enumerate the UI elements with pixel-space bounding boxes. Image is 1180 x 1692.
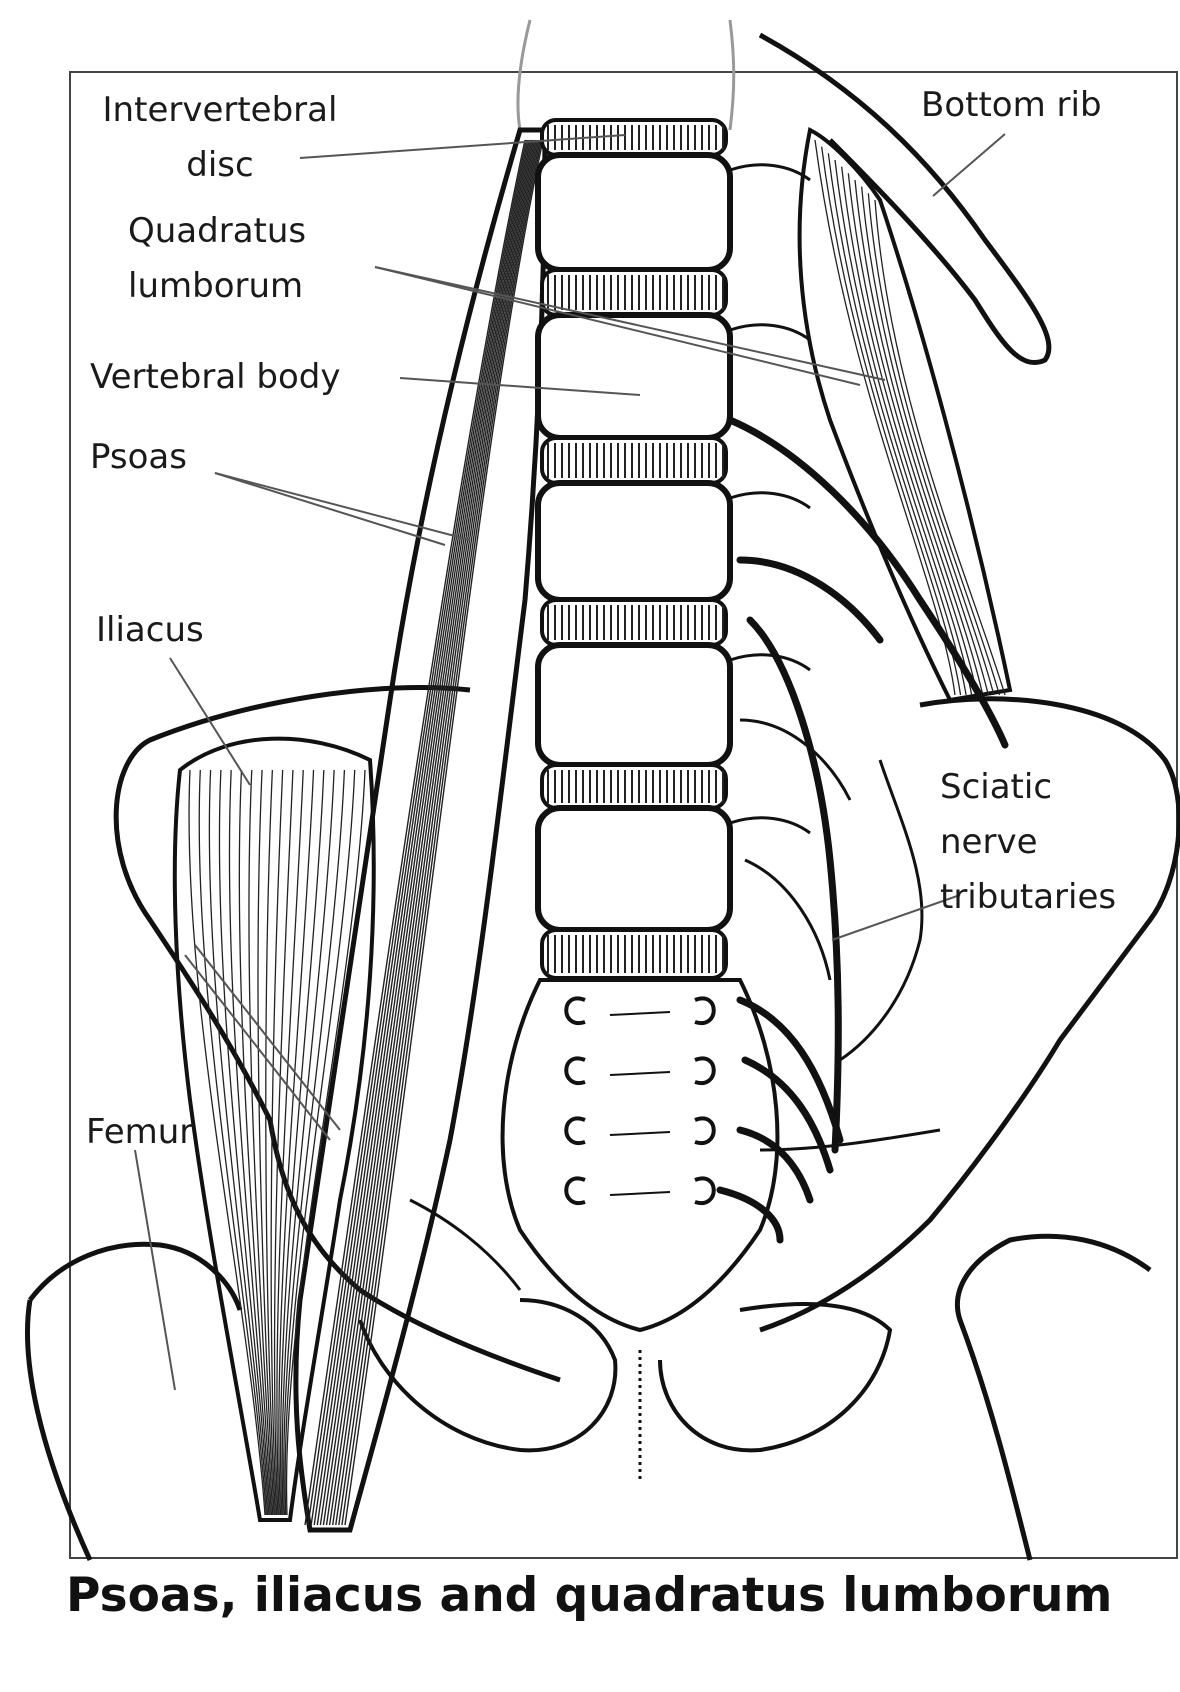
label-bottom-rib: Bottom rib — [921, 78, 1102, 133]
label-intervertebral-disc: Intervertebral disc — [80, 83, 360, 193]
intervertebral-disc — [542, 438, 726, 483]
obturator-left — [360, 1300, 615, 1450]
leader-femur-a — [135, 1150, 175, 1390]
transverse-process — [730, 493, 810, 508]
transverse-process — [730, 325, 810, 340]
label-psoas: Psoas — [90, 430, 187, 485]
vertebral-body — [538, 315, 730, 438]
vertebral-body — [538, 155, 730, 270]
label-quadratus-lumborum: Quadratus lumborum — [128, 204, 306, 314]
figure-caption: Psoas, iliacus and quadratus lumborum — [66, 1568, 1112, 1623]
transverse-process — [730, 655, 810, 670]
label-vertebral-body: Vertebral body — [90, 350, 341, 405]
intervertebral-disc — [542, 930, 726, 978]
intervertebral-disc — [542, 765, 726, 808]
intervertebral-disc — [542, 600, 726, 645]
vertebral-body — [538, 808, 730, 930]
upper-spine-outline — [518, 20, 734, 130]
transverse-process — [730, 818, 810, 833]
vertebral-body — [538, 645, 730, 765]
intervertebral-disc — [542, 120, 726, 155]
label-femur: Femur — [86, 1105, 193, 1160]
transverse-process — [730, 165, 810, 180]
right-pelvic-outline — [957, 1236, 1150, 1560]
label-sciatic-nerve-tributaries: Sciatic nerve tributaries — [940, 760, 1116, 925]
lumbar-vertebral-column — [538, 120, 810, 978]
sacrum — [503, 980, 778, 1330]
intervertebral-disc — [542, 270, 726, 315]
psoas-muscle — [296, 130, 545, 1530]
iliacus-fibres — [189, 770, 365, 1515]
leader-psoas-b — [215, 473, 445, 545]
vertebral-body — [538, 483, 730, 600]
right-ilium-inner — [840, 760, 922, 1060]
leader-bottom-rib — [933, 134, 1005, 196]
label-iliacus: Iliacus — [96, 603, 204, 658]
left-pelvic-outline — [28, 1244, 241, 1560]
sacral-foramina — [566, 998, 714, 1203]
